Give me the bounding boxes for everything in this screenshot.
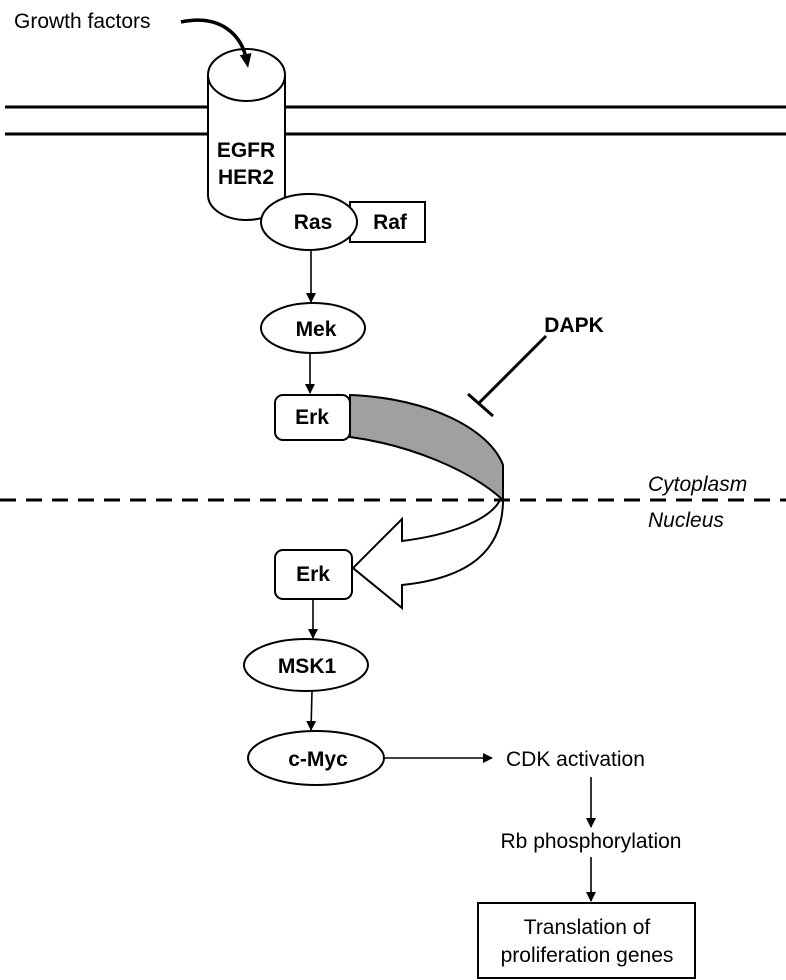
erk-nucleus-label: Erk (296, 563, 330, 586)
msk1-node (243, 638, 369, 692)
receptor-label-her2: HER2 (218, 166, 274, 189)
receptor-top (207, 48, 286, 102)
dapk-inhibition-bar (467, 392, 494, 418)
erk-cytoplasm-node (274, 394, 351, 441)
translation-label-line2: proliferation genes (501, 944, 674, 967)
receptor-label-egfr: EGFR (217, 139, 275, 162)
erk-cytoplasm-label: Erk (295, 406, 329, 429)
cmyc-label: c-Myc (288, 748, 348, 771)
translation-label-line1: Translation of (524, 916, 651, 939)
ras-label: Ras (294, 211, 333, 234)
dapk-label: DAPK (544, 314, 604, 337)
translation-node (477, 902, 696, 979)
raf-label: Raf (373, 211, 408, 234)
mek-label: Mek (296, 318, 337, 341)
nucleus-label: Nucleus (648, 509, 724, 532)
cytoplasm-label: Cytoplasm (648, 473, 747, 496)
translocation-band-gray (349, 393, 504, 503)
ras-node (260, 193, 358, 251)
mek-node (260, 302, 366, 354)
egfr-her2-receptor: EGFR HER2 (207, 48, 286, 221)
cell-membrane (5, 105, 786, 136)
growth-factors-label: Growth factors (14, 10, 151, 33)
translocation-arrow-white (351, 499, 505, 611)
growth-factors-arrow (180, 18, 252, 68)
cdk-activation-label: CDK activation (506, 748, 645, 771)
arrow-msk1-to-cmyc (306, 690, 317, 731)
erk-nucleus-node (274, 549, 353, 600)
rb-phosphorylation-label: Rb phosphorylation (501, 830, 682, 853)
dapk-inhibition-line (477, 334, 548, 405)
msk1-label: MSK1 (278, 655, 337, 678)
